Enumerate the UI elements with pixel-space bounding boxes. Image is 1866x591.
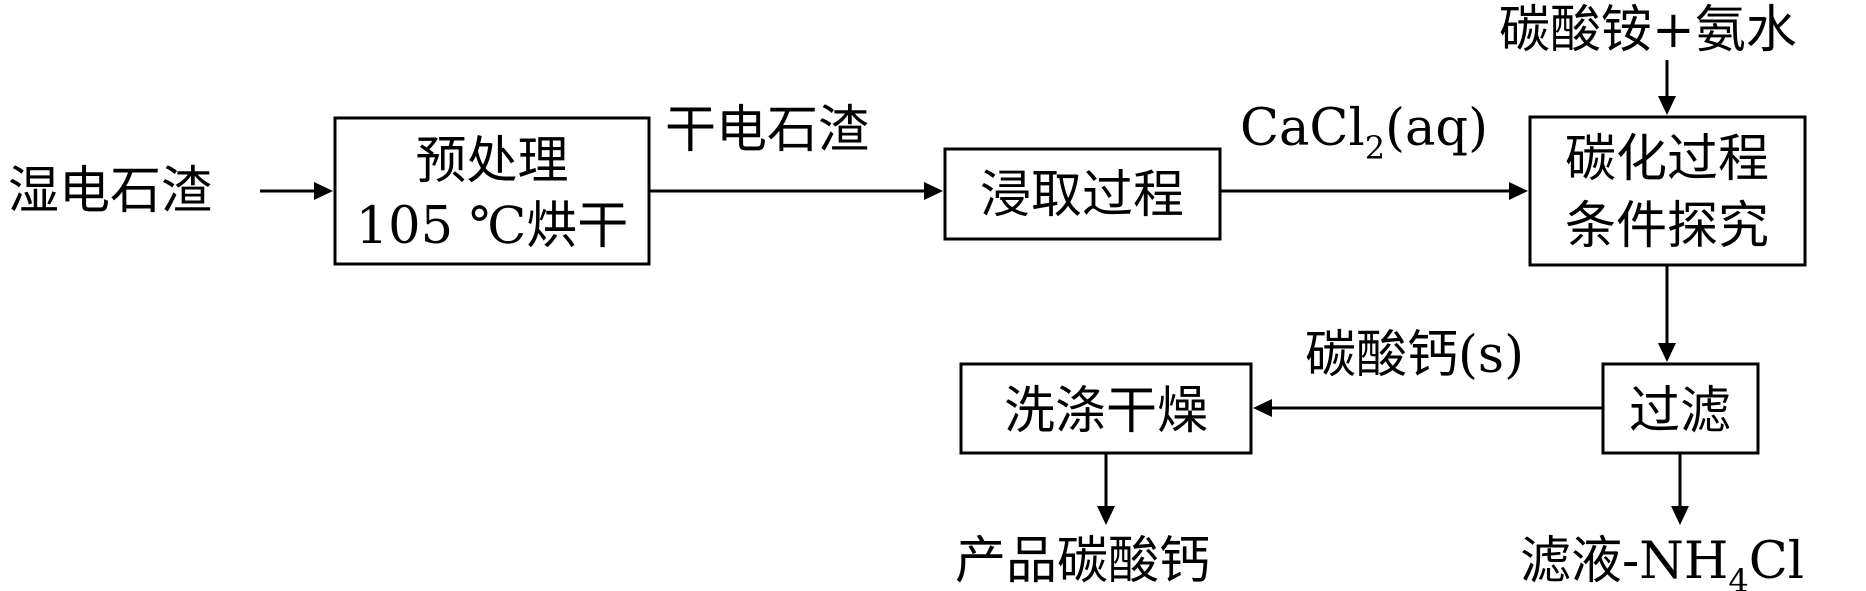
wash-dry-label: 洗涤干燥 bbox=[1004, 382, 1208, 441]
arrowhead bbox=[1658, 343, 1676, 362]
filter-box bbox=[1601, 362, 1760, 455]
carbonation-box bbox=[1528, 115, 1807, 267]
arrowhead bbox=[1658, 96, 1676, 115]
arrowhead bbox=[1671, 506, 1689, 525]
filter-label: 过滤 bbox=[1629, 382, 1731, 441]
caco3-solid-label: 碳酸钙(s) bbox=[1305, 326, 1524, 385]
carbonation-subtitle: 条件探究 bbox=[1565, 197, 1769, 256]
leach-label: 浸取过程 bbox=[980, 166, 1184, 225]
pretreat-condition: 105 ℃烘干 bbox=[356, 197, 629, 256]
pretreat-box bbox=[333, 116, 651, 266]
arrowhead bbox=[924, 182, 943, 200]
wet-slag-label: 湿电石渣 bbox=[8, 162, 212, 221]
leach-box bbox=[943, 147, 1222, 241]
product-label: 产品碳酸钙 bbox=[955, 532, 1210, 591]
arrowhead bbox=[1097, 506, 1115, 525]
arrowhead bbox=[1253, 399, 1272, 417]
arrowhead bbox=[1509, 182, 1528, 200]
ammonium-carbonate-label: 碳酸铵+氨水 bbox=[1499, 1, 1797, 60]
cacl2-label: CaCl2(aq) bbox=[1240, 99, 1488, 167]
carbonation-title: 碳化过程 bbox=[1565, 130, 1769, 189]
dry-slag-label: 干电石渣 bbox=[665, 101, 869, 160]
pretreat-title: 预处理 bbox=[415, 132, 568, 191]
filtrate-label: 滤液-NH4Cl bbox=[1520, 532, 1804, 591]
arrowhead bbox=[314, 182, 333, 200]
